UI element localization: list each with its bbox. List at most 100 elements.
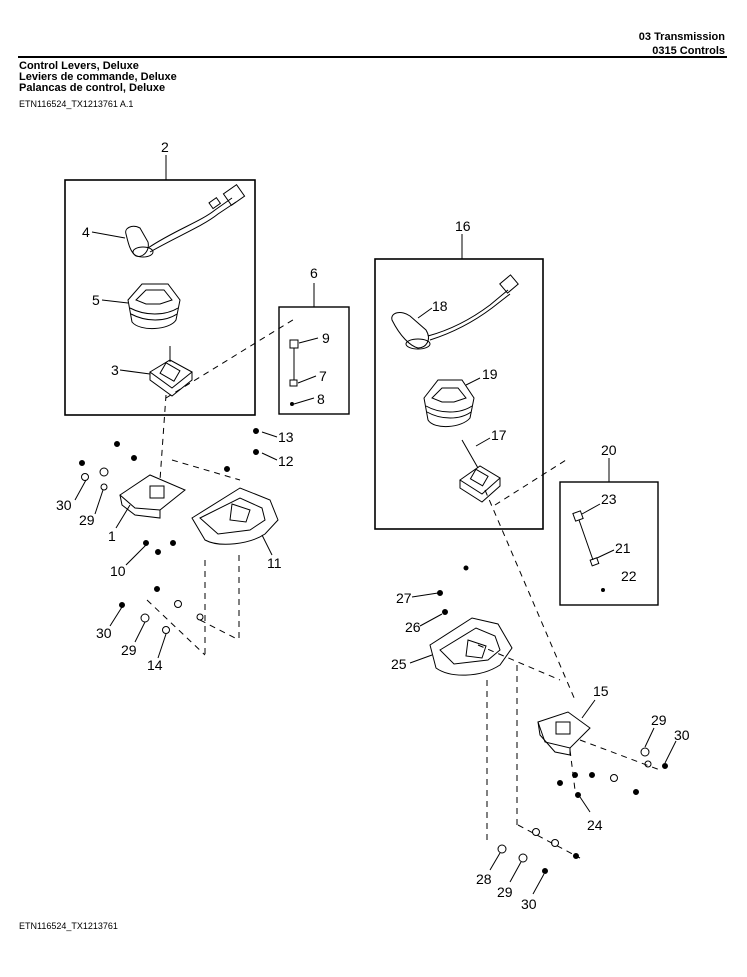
leader-24 <box>579 796 591 813</box>
subsection-heading: 0315 Controls <box>652 45 725 57</box>
leader-10 <box>125 544 147 566</box>
callout-30-right-upper: 30 <box>674 727 690 743</box>
leader-4 <box>91 231 126 239</box>
callout-26: 26 <box>405 619 421 635</box>
callout-29-right-lower: 29 <box>497 884 513 900</box>
base-17 <box>459 439 501 503</box>
boot-19 <box>423 379 475 427</box>
callout-2: 2 <box>161 139 169 155</box>
base-3 <box>149 346 193 397</box>
callout-30-right-lower: 30 <box>521 896 537 912</box>
bracket-1 <box>119 474 186 519</box>
bracket-15 <box>537 711 591 756</box>
leader-29d <box>509 861 522 883</box>
callout-1: 1 <box>108 528 116 544</box>
callout-6: 6 <box>310 265 318 281</box>
boot-5 <box>127 283 181 329</box>
callout-30-left-lower: 30 <box>96 625 112 641</box>
leader-25 <box>409 654 433 664</box>
leader-3 <box>119 369 151 375</box>
callout-22: 22 <box>621 568 637 584</box>
title-spanish: Palancas de control, Deluxe <box>19 82 166 94</box>
bolt-27 <box>437 590 443 596</box>
washer-26 <box>442 609 448 615</box>
figure-reference: ETN116524_TX1213761 A.1 <box>19 99 134 109</box>
leader-30d <box>532 873 545 895</box>
callout-12: 12 <box>278 453 294 469</box>
rod-9 <box>289 339 299 406</box>
callout-28: 28 <box>476 871 492 887</box>
wire-harness-4 <box>147 183 246 253</box>
leader-27 <box>411 592 439 598</box>
leader-30a <box>74 479 87 501</box>
callout-14: 14 <box>147 657 163 673</box>
alignment-lines-right <box>477 459 661 859</box>
leader-1 <box>115 504 131 529</box>
assembly-box-6 <box>278 306 350 415</box>
callout-9: 9 <box>322 330 330 346</box>
wire-harness-18 <box>427 274 519 341</box>
leader-19 <box>465 377 481 386</box>
leader-13 <box>261 431 278 438</box>
assembly-box-16 <box>374 258 544 530</box>
leader-9 <box>298 337 319 344</box>
leader-26 <box>419 613 443 627</box>
callout-13: 13 <box>278 429 294 445</box>
callout-7: 7 <box>319 368 327 384</box>
callout-29-left-lower: 29 <box>121 642 137 658</box>
assembly-box-2 <box>64 179 256 416</box>
alignment-lines-left <box>146 317 297 656</box>
leader-15 <box>581 699 596 719</box>
leader-5 <box>101 299 129 304</box>
callout-19: 19 <box>482 366 498 382</box>
callout-8: 8 <box>317 391 325 407</box>
callout-10: 10 <box>110 563 126 579</box>
callout-23: 23 <box>601 491 617 507</box>
handle-18 <box>391 312 431 350</box>
callout-18: 18 <box>432 298 448 314</box>
handle-4 <box>125 225 154 258</box>
title-french: Leviers de commande, Deluxe <box>19 71 177 83</box>
leader-23 <box>581 503 601 515</box>
callout-16: 16 <box>455 218 471 234</box>
leader-7 <box>297 375 317 384</box>
leader-8 <box>293 397 315 405</box>
leader-18 <box>417 307 433 319</box>
callout-15: 15 <box>593 683 609 699</box>
callout-25: 25 <box>391 656 407 672</box>
callout-21: 21 <box>615 540 631 556</box>
callout-27: 27 <box>396 590 412 606</box>
cover-11 <box>191 487 279 545</box>
fasteners-lower-left <box>119 586 204 634</box>
rod-23 <box>572 510 605 592</box>
leader-11 <box>261 534 273 556</box>
leader-29c <box>644 727 655 748</box>
callout-3: 3 <box>111 362 119 378</box>
leader-14 <box>157 633 167 659</box>
leader-29b <box>134 621 146 643</box>
callout-30-left-upper: 30 <box>56 497 72 513</box>
cover-25 <box>429 617 513 676</box>
leader-21 <box>596 549 615 559</box>
callout-17: 17 <box>491 427 507 443</box>
leader-29a <box>94 489 104 515</box>
callout-29-right-upper: 29 <box>651 712 667 728</box>
leader-30b <box>109 606 123 627</box>
callout-5: 5 <box>92 292 100 308</box>
callout-29-left-upper: 29 <box>79 512 95 528</box>
leader-12 <box>261 452 278 461</box>
bolts-left <box>79 428 259 555</box>
fasteners-right <box>497 747 668 874</box>
callout-4: 4 <box>82 224 90 240</box>
section-heading: 03 Transmission <box>638 31 725 43</box>
callout-24: 24 <box>587 817 603 833</box>
bolt-upper-right <box>463 565 469 571</box>
leader-30c <box>664 740 677 764</box>
callout-20: 20 <box>601 442 617 458</box>
leader-28 <box>489 852 501 871</box>
callout-11: 11 <box>267 555 282 571</box>
leader-17 <box>475 437 491 447</box>
figure-reference-footer: ETN116524_TX1213761 <box>19 921 118 931</box>
title-english: Control Levers, Deluxe <box>19 60 139 72</box>
